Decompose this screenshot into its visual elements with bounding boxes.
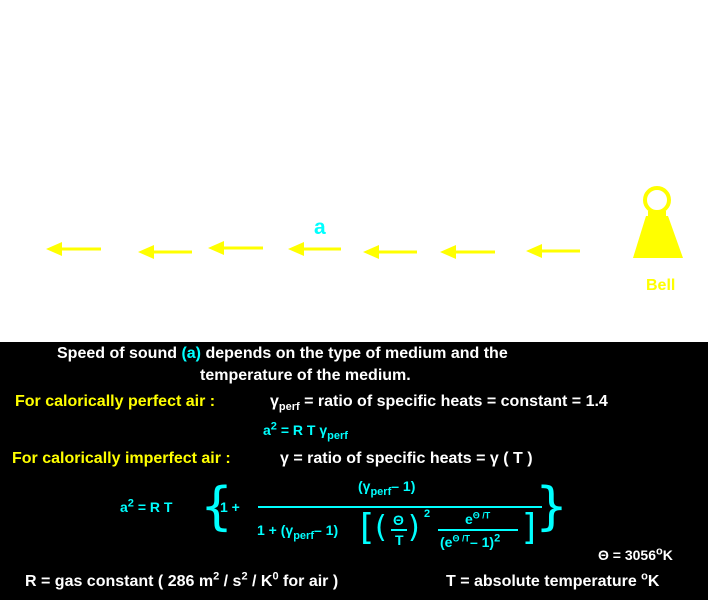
left-brace: {	[200, 477, 234, 537]
gas-constant-definition: R = gas constant ( 286 m2 / s2 / K0 for …	[25, 570, 339, 591]
wave-arrow-1	[46, 242, 101, 256]
exp-den-end: – 1)	[469, 534, 495, 550]
t-def-text: T = absolute temperature	[446, 573, 637, 590]
exp-fraction-bar	[438, 529, 518, 531]
wave-arrow-5	[363, 245, 417, 259]
intro-text-rest: depends on the type of medium and the	[205, 345, 508, 362]
exp-e: e	[465, 511, 473, 527]
exp-den-square: 2	[494, 532, 501, 545]
r-def-k: / K	[252, 573, 273, 590]
eq1-exp: 2	[270, 420, 277, 433]
exp-e-power: Θ /T	[472, 510, 491, 521]
theta-t-bar	[391, 529, 407, 531]
theta-over-t-numerator: Θ	[393, 512, 404, 528]
explanation-panel: Speed of sound (a) depends on the type o…	[0, 342, 708, 600]
gamma-subscript: perf	[278, 401, 300, 414]
t-def-degree: o	[641, 570, 648, 583]
wave-arrow-2	[138, 245, 192, 259]
eq2-den-sub: perf	[293, 529, 314, 542]
r-def-s: / s	[223, 573, 242, 590]
intro-line-2: temperature of the medium.	[200, 367, 411, 384]
eq2-num-gamma: (γ	[358, 478, 371, 494]
eq2-num-sub: perf	[370, 485, 392, 498]
imperfect-air-definition: γ = ratio of specific heats = γ ( T )	[280, 450, 533, 467]
exp-den-e: (e	[440, 534, 453, 550]
intro-line-1: Speed of sound (a) depends on the type o…	[57, 345, 508, 363]
eq2-den-gamma: 1 + (γ	[257, 522, 294, 538]
wave-diagram	[46, 186, 683, 259]
r-def-m-exp: 2	[213, 570, 220, 583]
eq2-rt: = R T	[137, 499, 173, 515]
intro-text: Speed of sound	[57, 345, 177, 362]
t-def-kelvin: K	[647, 573, 660, 590]
perfect-air-heading: For calorically perfect air :	[15, 393, 216, 410]
gamma-symbol: γ	[270, 393, 279, 410]
eq2-den-end: – 1)	[313, 522, 339, 538]
left-paren: (	[375, 510, 387, 545]
eq2-lhs: a2 = R T	[120, 497, 173, 515]
right-paren: )	[408, 510, 420, 545]
theta-degree: o	[656, 545, 663, 558]
r-def-start: R = gas constant ( 286 m	[25, 573, 214, 590]
intro-a-symbol: (a)	[181, 345, 202, 362]
imperfect-air-heading: For calorically imperfect air :	[12, 450, 231, 467]
theta-kelvin: K	[662, 547, 673, 563]
theta-over-t-denominator: T	[395, 532, 404, 548]
eq1-rhs: = R T γ	[280, 422, 328, 438]
wave-arrow-4	[288, 242, 341, 256]
speed-of-sound-label: a	[314, 216, 326, 239]
eq1-lhs: a	[263, 422, 271, 438]
animation-area: a Bell	[46, 186, 683, 294]
eq2-exp: 2	[127, 497, 134, 510]
eq2-den-start: 1 + (γperf– 1)	[257, 522, 339, 541]
eq2-num-end: – 1)	[391, 478, 416, 494]
r-def-k-exp: 0	[272, 570, 279, 583]
wave-arrow-7	[526, 244, 580, 258]
exp-numerator: eΘ /T	[465, 511, 490, 527]
theta-number: Θ = 3056	[598, 547, 656, 563]
r-def-s-exp: 2	[241, 570, 248, 583]
eq2-one-plus: 1 +	[220, 499, 240, 515]
eq1-sub: perf	[327, 429, 348, 442]
bell-icon	[633, 186, 683, 258]
right-bracket: ]	[522, 507, 537, 548]
left-bracket: [	[360, 507, 375, 548]
temperature-definition: T = absolute temperature oK	[446, 570, 660, 591]
perfect-equation: a2 = R T γperf	[263, 420, 348, 441]
perfect-air-definition: γperf = ratio of specific heats = consta…	[270, 393, 608, 414]
exp-den-power: Θ /T	[452, 533, 470, 544]
main-fraction-bar	[258, 506, 542, 508]
eq2-numerator: (γperf– 1)	[358, 478, 416, 497]
theta-t-square: 2	[424, 508, 431, 520]
theta-value: Θ = 3056oK	[598, 545, 673, 563]
exp-denominator: (eΘ /T– 1)2	[440, 532, 501, 550]
wave-arrow-3	[208, 241, 263, 255]
r-def-end: for air )	[283, 573, 339, 590]
eq2-a: a	[120, 499, 128, 515]
wave-arrow-6	[440, 245, 495, 259]
perfect-definition-text: = ratio of specific heats = constant = 1…	[304, 393, 608, 410]
bell-label: Bell	[646, 277, 676, 294]
